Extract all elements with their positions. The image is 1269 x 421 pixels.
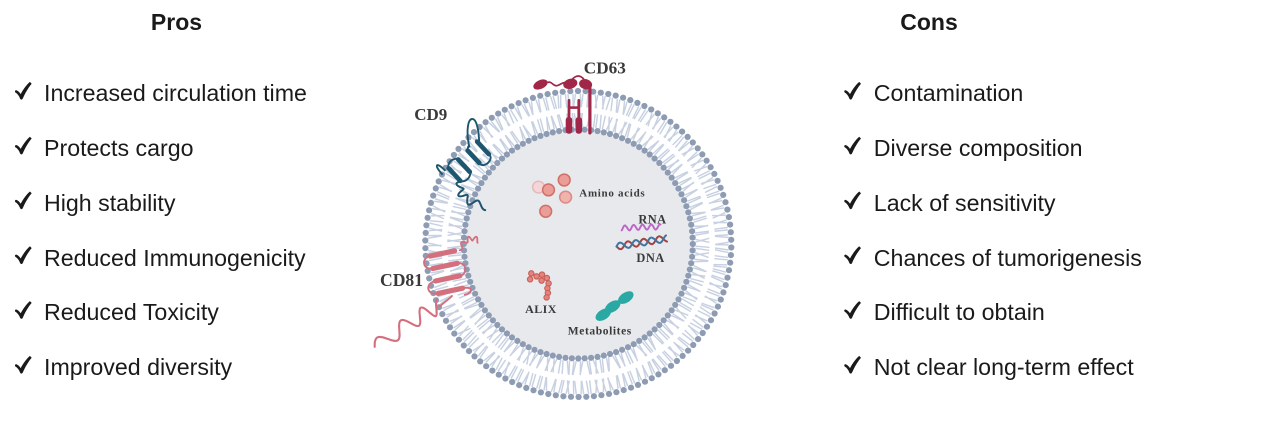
svg-text:ALIX: ALIX [525, 302, 557, 316]
svg-text:CD9: CD9 [414, 105, 447, 124]
svg-text:RNA: RNA [638, 213, 666, 227]
svg-text:Metabolites: Metabolites [568, 325, 632, 337]
svg-text:Amino acids: Amino acids [579, 187, 645, 199]
svg-text:CD81: CD81 [380, 270, 423, 290]
svg-text:CD63: CD63 [584, 58, 626, 77]
svg-text:DNA: DNA [636, 251, 664, 265]
